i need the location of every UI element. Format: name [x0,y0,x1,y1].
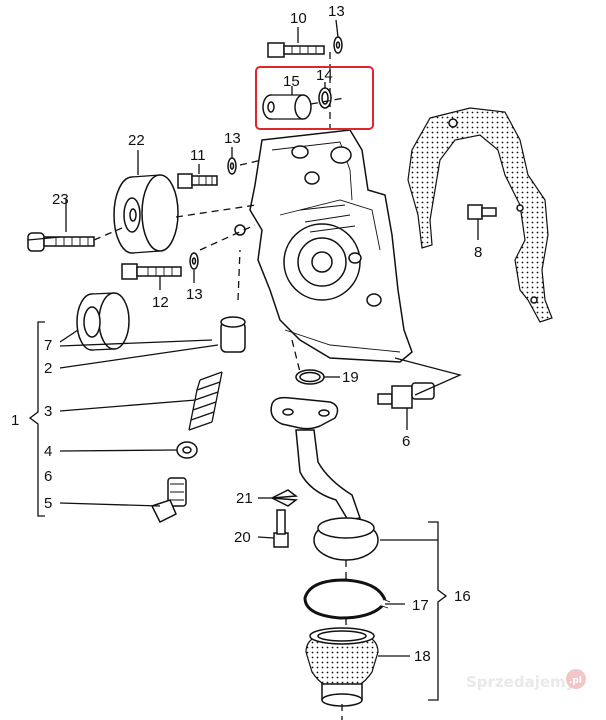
ring-4 [176,441,198,459]
sender-6 [377,382,435,409]
callout-2: 2 [44,360,52,377]
callout-8: 8 [474,244,482,261]
washer-13-top [333,36,343,54]
callout-16: 16 [454,588,471,605]
callout-11: 11 [190,147,206,164]
watermark: Sprzedajemy .pl [466,669,586,691]
callout-22: 22 [128,132,145,149]
piston-2 [220,316,246,353]
callout-12: 12 [152,294,169,311]
callout-18: 18 [414,648,431,665]
washer-13-bottom [189,252,199,270]
callout-15: 15 [283,73,300,90]
callout-7: 7 [44,337,52,354]
callout-13-bottom: 13 [186,286,203,303]
watermark-badge [566,669,586,689]
callout-4: 4 [44,443,52,460]
bolt-20 [273,509,289,548]
ring-14 [318,87,332,109]
oil-pump-housing [234,129,413,363]
callout-10: 10 [290,10,307,27]
callout-21: 21 [236,490,253,507]
callout-6-left: 6 [44,468,52,485]
washer-13-middle [227,157,237,175]
watermark-suffix: .pl [569,676,582,686]
bolt-12 [121,263,182,280]
bolt-11 [177,173,218,189]
bolt-10 [267,42,325,58]
callout-6-right: 6 [402,433,410,450]
snap-ring-17 [303,578,391,620]
callout-13-top: 13 [328,3,345,20]
watermark-text: Sprzedajemy [466,673,576,691]
callout-14: 14 [316,67,333,84]
pulley-22 [113,174,179,254]
seal-7 [76,292,130,351]
callout-23: 23 [52,191,69,208]
bolt-23 [27,232,95,252]
callout-1: 1 [11,412,19,429]
strainer-18 [305,627,379,707]
clip-21 [271,489,299,507]
bushing-15 [262,94,312,120]
o-ring-19 [295,369,325,385]
rear-gasket [407,107,553,323]
callout-17: 17 [412,597,429,614]
callout-13-middle: 13 [224,130,241,147]
pickup-tube [270,396,379,561]
callout-3: 3 [44,403,52,420]
bolt-8 [467,204,497,220]
callout-20: 20 [234,529,251,546]
callout-19: 19 [342,369,359,386]
callout-5: 5 [44,495,52,512]
highlight-box [255,66,374,130]
plug-5 [150,477,187,524]
spring-3 [188,371,223,431]
